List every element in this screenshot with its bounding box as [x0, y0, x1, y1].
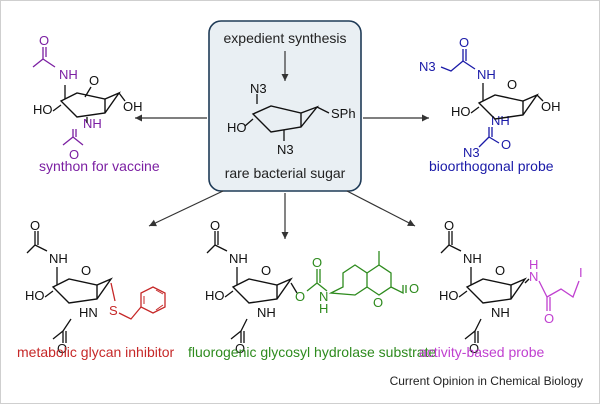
caption-inhibitor: metabolic glycan inhibitor [17, 344, 175, 360]
atom-label: O [495, 263, 505, 278]
center-sph: SPh [331, 106, 356, 121]
structure-inhibitor: O NH HO O HN O S [25, 218, 166, 356]
atom-label: OH [541, 99, 561, 114]
atom-label: OH [123, 99, 143, 114]
atom-label: NH [83, 116, 102, 131]
atom-label: O [235, 341, 245, 356]
atom-label: NH [59, 67, 78, 82]
atom-label: O [81, 263, 91, 278]
atom-label: NH [257, 305, 276, 320]
atom-label: NH [463, 251, 482, 266]
atom-label: HO [439, 288, 459, 303]
atom-label: HO [33, 102, 53, 117]
atom-label: O [89, 73, 99, 88]
reaction-arrows [135, 114, 429, 239]
center-n3-bottom: N3 [277, 142, 294, 157]
atom-label: H [529, 257, 538, 272]
atom-label: N [529, 269, 538, 284]
atom-label: N [319, 289, 328, 304]
center-n3-top: N3 [250, 81, 267, 96]
atom-label: NH [477, 67, 496, 82]
structure-vaccine: O NH NH O HO O OH [32, 33, 143, 162]
atom-label: O [373, 295, 383, 310]
atom-label: H [319, 301, 328, 316]
atom-label: S [109, 303, 118, 318]
atom-label: N3 [463, 145, 480, 160]
arrow-to-inhibitor [148, 190, 224, 227]
atom-label: O [261, 263, 271, 278]
atom-label: NH [491, 113, 510, 128]
atom-label: NH [491, 305, 510, 320]
structure-fluorogenic: O NH HO O NH O O O N H O O [205, 218, 419, 356]
atom-label: O [459, 35, 469, 50]
center-title: expedient synthesis [224, 30, 347, 46]
atom-label: HN [79, 305, 98, 320]
atom-label: O [57, 341, 67, 356]
atom-label: O [210, 218, 220, 233]
atom-label: O [409, 281, 419, 296]
center-box: expedient synthesis N3 HO SPh N3 rare ba… [208, 20, 362, 192]
center-ho: HO [227, 120, 247, 135]
caption-abp: activity-based probe [419, 344, 545, 360]
atom-label: O [312, 255, 322, 270]
atom-label: HO [25, 288, 45, 303]
structure-abp: O NH HO O NH O H N O I [439, 218, 583, 356]
atom-label: O [469, 341, 479, 356]
arrow-to-abp [346, 190, 416, 227]
caption-bioorthogonal: bioorthogonal probe [429, 158, 554, 174]
atom-label: O [501, 137, 511, 152]
atom-label: O [507, 77, 517, 92]
caption-vaccine: synthon for vaccine [39, 158, 160, 174]
atom-label: I [579, 265, 583, 280]
atom-label: NH [229, 251, 248, 266]
atom-label: O [69, 147, 79, 162]
structure-bioorthogonal: N3 O NH NH O N3 HO O OH [419, 35, 561, 160]
journal-credit: Current Opinion in Chemical Biology [390, 374, 583, 388]
center-caption: rare bacterial sugar [225, 165, 346, 181]
atom-label: N3 [419, 59, 436, 74]
atom-label: O [295, 289, 305, 304]
atom-label: O [39, 33, 49, 48]
caption-fluorogenic: fluorogenic glycosyl hydrolase substrate [188, 344, 436, 360]
atom-label: O [544, 311, 554, 326]
atom-label: HO [205, 288, 225, 303]
atom-label: O [444, 218, 454, 233]
atom-label: HO [451, 104, 471, 119]
atom-label: NH [49, 251, 68, 266]
atom-label: O [30, 218, 40, 233]
